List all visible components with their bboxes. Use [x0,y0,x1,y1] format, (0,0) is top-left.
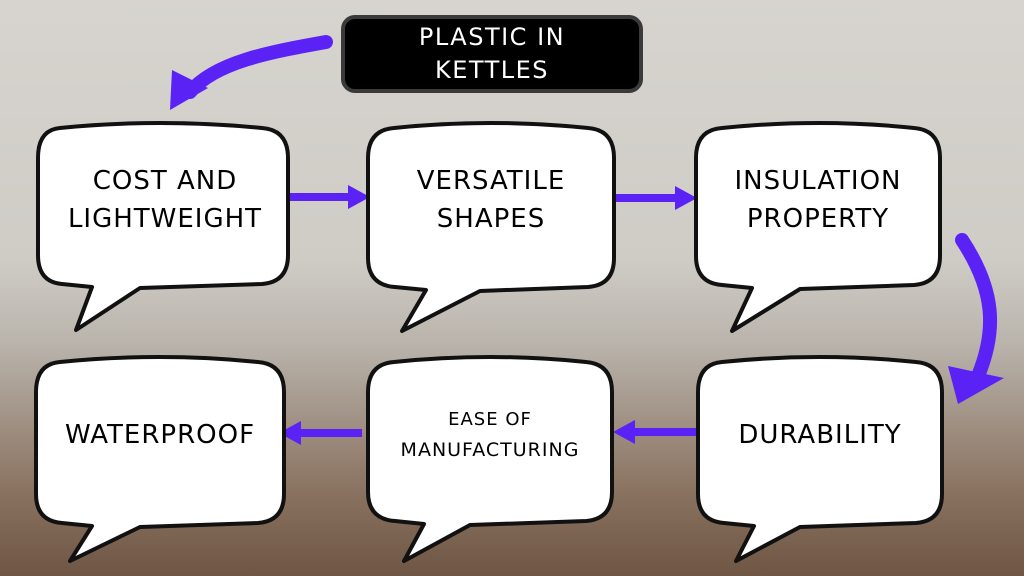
diagram-title: PLASTIC IN KETTLES [341,15,643,93]
arrow-head-durability-to-ease [613,420,635,444]
node-label-cost: COST AND LIGHTWEIGHT [67,166,263,234]
bubble-versatile [366,121,616,333]
bubble-waterproof [34,355,286,563]
node-label-versatile: VERSATILE SHAPES [416,166,566,234]
curved-arrow-head-title-to-cost [170,70,208,110]
node-label-ease-line2: MANUFACTURING [400,439,580,461]
node-label-ease-line1: EASE OF [448,409,532,430]
arrow-head-cost-to-versatile [348,185,370,209]
node-label-insulation: INSULATION PROPERTY [734,166,902,234]
node-label-durability: DURABILITY [738,420,902,450]
bubble-durability [696,355,944,563]
node-label-ease: EASE OF MANUFACTURING [370,385,610,485]
bubble-insulation [694,121,942,333]
curved-arrow-head-insulation-to-durability [948,366,1004,404]
bubble-cost [36,121,290,332]
curved-arrow-insulation-to-durability [955,233,998,383]
node-label-waterproof: WATERPROOF [64,420,256,450]
curved-arrow-title-to-cost [183,35,333,99]
bubble-ease [366,355,614,563]
arrow-head-ease-to-waterproof [279,421,301,445]
arrow-head-versatile-to-insulation [675,186,697,210]
